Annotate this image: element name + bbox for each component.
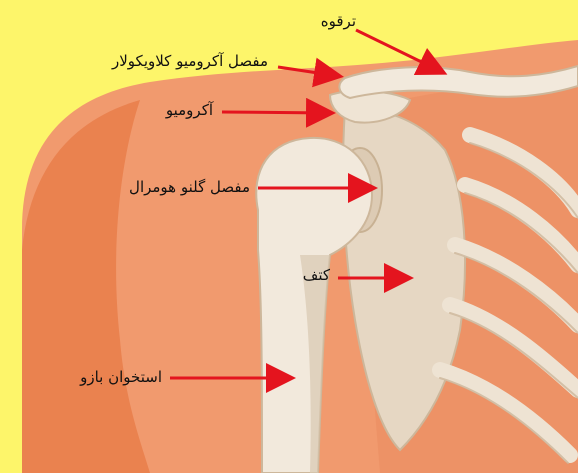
label-clavicle: ترقوه <box>321 12 356 30</box>
arrow-acromion <box>222 112 330 113</box>
label-acromion: آکرومیو <box>166 101 213 119</box>
label-humerus: استخوان بازو <box>80 368 162 386</box>
label-acromioclavicular-joint: مفصل آکرومیو کلاویکولار <box>112 52 268 70</box>
label-glenohumeral-joint: مفصل گلنو هومرال <box>129 178 250 196</box>
label-scapula: کتف <box>303 266 330 284</box>
